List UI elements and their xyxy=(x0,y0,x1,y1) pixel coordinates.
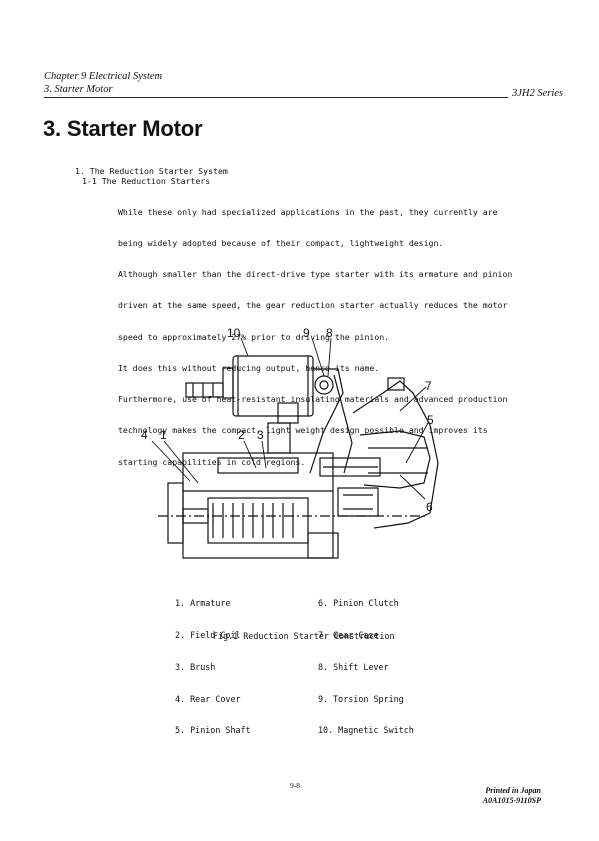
paragraph-line: While these only had specialized applica… xyxy=(118,206,498,217)
footer-info: Printed in Japan A0A1015-9110SP xyxy=(483,786,541,806)
callout-9: 9 xyxy=(303,326,310,340)
legend-item: 2. Field Coil xyxy=(175,629,241,640)
legend-item: 5. Pinion Shaft xyxy=(175,725,251,736)
callout-5: 5 xyxy=(427,413,434,427)
callout-4: 4 xyxy=(141,428,148,442)
callout-8: 8 xyxy=(326,326,333,340)
callout-7: 7 xyxy=(425,379,432,393)
page-title: 3. Starter Motor xyxy=(43,116,203,141)
paragraph-line: It does this without reducing output, he… xyxy=(118,362,380,373)
header-rule xyxy=(44,97,508,98)
legend-item: 4. Rear Cover xyxy=(175,693,241,704)
callout-1: 1 xyxy=(160,428,167,442)
gear-case-drawing xyxy=(352,377,439,529)
magnetic-switch-drawing xyxy=(185,355,314,417)
page-number: 9-8 xyxy=(290,781,300,790)
shift-lever-drawing xyxy=(309,368,353,474)
chapter-title: Chapter 9 Electrical System xyxy=(44,71,163,82)
callout-2: 2 xyxy=(238,428,245,442)
paragraph-line: technology makes the compact, light weig… xyxy=(118,425,488,436)
legend-item: 9. Torsion Spring xyxy=(318,693,404,704)
body-paragraph: While these only had specialized applica… xyxy=(118,186,512,477)
callout-10: 10 xyxy=(227,326,241,340)
callout-3: 3 xyxy=(257,428,264,442)
series-label: 3JH2 Series xyxy=(512,88,564,99)
section-title: 3. Starter Motor xyxy=(44,84,113,95)
paragraph-line: Furthermore, use of heat-resistant insul… xyxy=(118,394,508,405)
figure-caption: Fig.1 Reduction Starter Construction xyxy=(213,631,395,641)
running-header: Chapter 9 Electrical System 3. Starter M… xyxy=(44,70,162,96)
callout-6: 6 xyxy=(426,500,433,514)
legend-left: 1. Armature 2. Field Coil 3. Brush 4. Re… xyxy=(175,577,251,747)
section-heading: 1. The Reduction Starter System xyxy=(75,166,228,176)
legend-item: 8. Shift Lever xyxy=(318,661,389,672)
paragraph-line: Although smaller than the direct-drive t… xyxy=(118,269,513,280)
paragraph-line: being widely adopted because of their co… xyxy=(118,238,444,249)
paragraph-line: driven at the same speed, the gear reduc… xyxy=(118,300,508,311)
paragraph-line: speed to approximately 27% prior to driv… xyxy=(118,331,390,342)
printed-in: Printed in Japan xyxy=(485,786,541,795)
subsection-heading: 1-1 The Reduction Starters xyxy=(82,176,211,186)
callout-leaders xyxy=(151,337,429,500)
legend-item: 3. Brush xyxy=(175,661,216,672)
legend-item: 1. Armature xyxy=(175,598,231,609)
legend-item: 7. Gear Case xyxy=(318,629,379,640)
paragraph-line: starting capabilities in cold regions. xyxy=(118,456,306,467)
pinion-shaft-drawing xyxy=(319,457,381,517)
starter-motor-diagram: 10 9 8 7 5 4 1 2 3 6 xyxy=(138,323,450,573)
legend-right: 6. Pinion Clutch 7. Gear Case 8. Shift L… xyxy=(318,577,414,747)
legend-item: 6. Pinion Clutch xyxy=(318,598,399,609)
document-code: A0A1015-9110SP xyxy=(482,796,541,805)
motor-body-drawing xyxy=(158,402,428,559)
legend-item: 10. Magnetic Switch xyxy=(318,725,414,736)
